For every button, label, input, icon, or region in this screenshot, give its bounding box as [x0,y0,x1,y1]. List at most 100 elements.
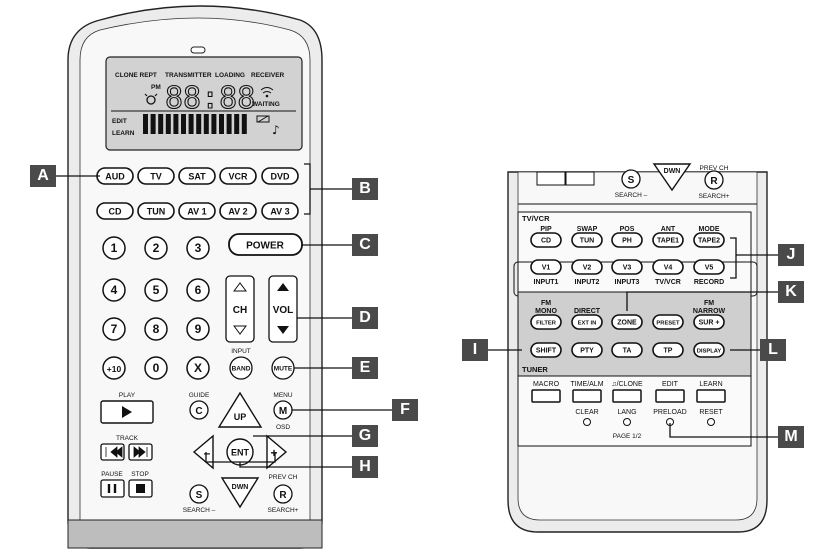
num-key-8[interactable] [144,317,168,341]
rr-key-filter[interactable] [530,314,562,330]
pause-icon [107,484,117,493]
num-key-5[interactable] [144,278,168,302]
rr-key-sur[interactable] [693,314,725,330]
ch-down-icon [233,325,247,335]
rr-key-preset[interactable] [652,314,684,330]
up-label: UP [234,412,247,422]
rr-s-button[interactable] [621,169,641,189]
rr-key-label: EXT IN [578,321,597,327]
rr-key-v2[interactable] [571,259,603,275]
num-key-label: 2 [153,241,160,255]
device-button-tv[interactable] [137,167,175,185]
num-key-label: 0 [153,361,160,375]
left-remote: CLONE REPT TRANSMITTER LOADING RECEIVER … [56,5,392,549]
device-button-av-1[interactable] [178,202,216,220]
rr-func-button-learn[interactable] [696,389,726,403]
rr-label: NARROW [693,308,726,315]
rr-key-shift[interactable] [530,342,562,358]
rr-prev-ch: PREV CH [700,165,729,172]
num-key-3[interactable] [186,236,210,260]
guide-button[interactable] [189,400,209,420]
lcd-bar [181,114,186,134]
search-minus-key: S [196,490,203,501]
device-button-tun[interactable] [137,202,175,220]
rr-key-ext-in[interactable] [571,314,603,330]
rr-key-v5[interactable] [693,259,725,275]
device-label: TUN [147,207,166,217]
device-label: AV 2 [228,207,247,217]
callout-i: I [462,339,488,361]
dwn-button[interactable] [220,477,260,509]
device-button-vcr[interactable] [219,167,257,185]
device-label: VCR [228,172,248,182]
vol-rocker[interactable] [268,275,298,343]
rr-key-pty[interactable] [571,342,603,358]
num-key-1[interactable] [102,236,126,260]
rr-small-button-lang[interactable] [623,418,631,426]
lcd-bar [226,114,232,134]
rr-key-tape2[interactable] [693,232,725,248]
device-button-av-2[interactable] [219,202,257,220]
lcd-bar [241,114,247,134]
num-key-6[interactable] [186,278,210,302]
device-label: AV 1 [187,207,206,217]
lcd-bar [143,114,148,134]
num-key-7[interactable] [102,317,126,341]
rr-dwn-label: DWN [664,168,681,175]
vol-up-icon [277,283,289,291]
track-label: TRACK [116,435,139,442]
lcd-dot-matrix [143,114,247,134]
pause-label: PAUSE [101,471,123,478]
device-button-dvd[interactable] [261,167,299,185]
device-button-sat[interactable] [178,167,216,185]
rr-func-button-clone[interactable] [612,389,642,403]
rr-key-label: V4 [664,265,673,272]
num-key-4[interactable] [102,278,126,302]
rr-key-zone[interactable] [611,314,643,330]
minus-button[interactable] [192,434,214,470]
band-button[interactable] [229,356,253,380]
rr-key-v4[interactable] [652,259,684,275]
rr-key-label: V5 [705,265,714,272]
rr-func-button-edit[interactable] [655,389,685,403]
rr-label: ANT [661,226,676,233]
search-plus-button[interactable] [273,484,293,504]
pause-button[interactable] [100,479,125,498]
rr-key-display[interactable] [693,342,725,358]
rr-r-key: R [710,176,718,187]
rr-key-tape1[interactable] [652,232,684,248]
rr-key-label: DISPLAY [697,349,722,355]
num-key-label: 7 [111,322,118,336]
search-minus-button[interactable] [189,484,209,504]
rr-small-button-clear[interactable] [583,418,591,426]
rr-key-tun[interactable] [571,232,603,248]
plus-button[interactable] [266,434,288,470]
rr-key-ph[interactable] [611,232,643,248]
rr-r-button[interactable] [704,170,724,190]
rr-key-cd[interactable] [530,232,562,248]
right-remote: S SEARCH – DWN PREV CH R SEARCH+ TV/VCR … [488,163,778,533]
lcd-bar [150,114,156,134]
num-key-9[interactable] [186,317,210,341]
rr-key-label: V1 [542,265,551,272]
ent-label: ENT [231,448,250,458]
rr-func-label: TIME/ALM [570,381,603,388]
rr-key-ta[interactable] [611,342,643,358]
num-key-0[interactable] [144,356,168,380]
device-button-cd[interactable] [96,202,134,220]
rr-key-tp[interactable] [652,342,684,358]
rr-key-v1[interactable] [530,259,562,275]
num-key-10[interactable] [102,356,126,380]
up-button[interactable] [217,391,263,428]
rr-func-button-time-alm[interactable] [572,389,602,403]
rr-dwn-button[interactable] [652,163,692,192]
rr-key-v3[interactable] [611,259,643,275]
num-key-label: 9 [195,322,202,336]
rr-func-button-macro[interactable] [531,389,561,403]
rr-small-button-reset[interactable] [707,418,715,426]
num-key-2[interactable] [144,236,168,260]
rr-key-label: FILTER [536,321,557,327]
device-button-av-3[interactable] [261,202,299,220]
num-key-x[interactable] [186,356,210,380]
